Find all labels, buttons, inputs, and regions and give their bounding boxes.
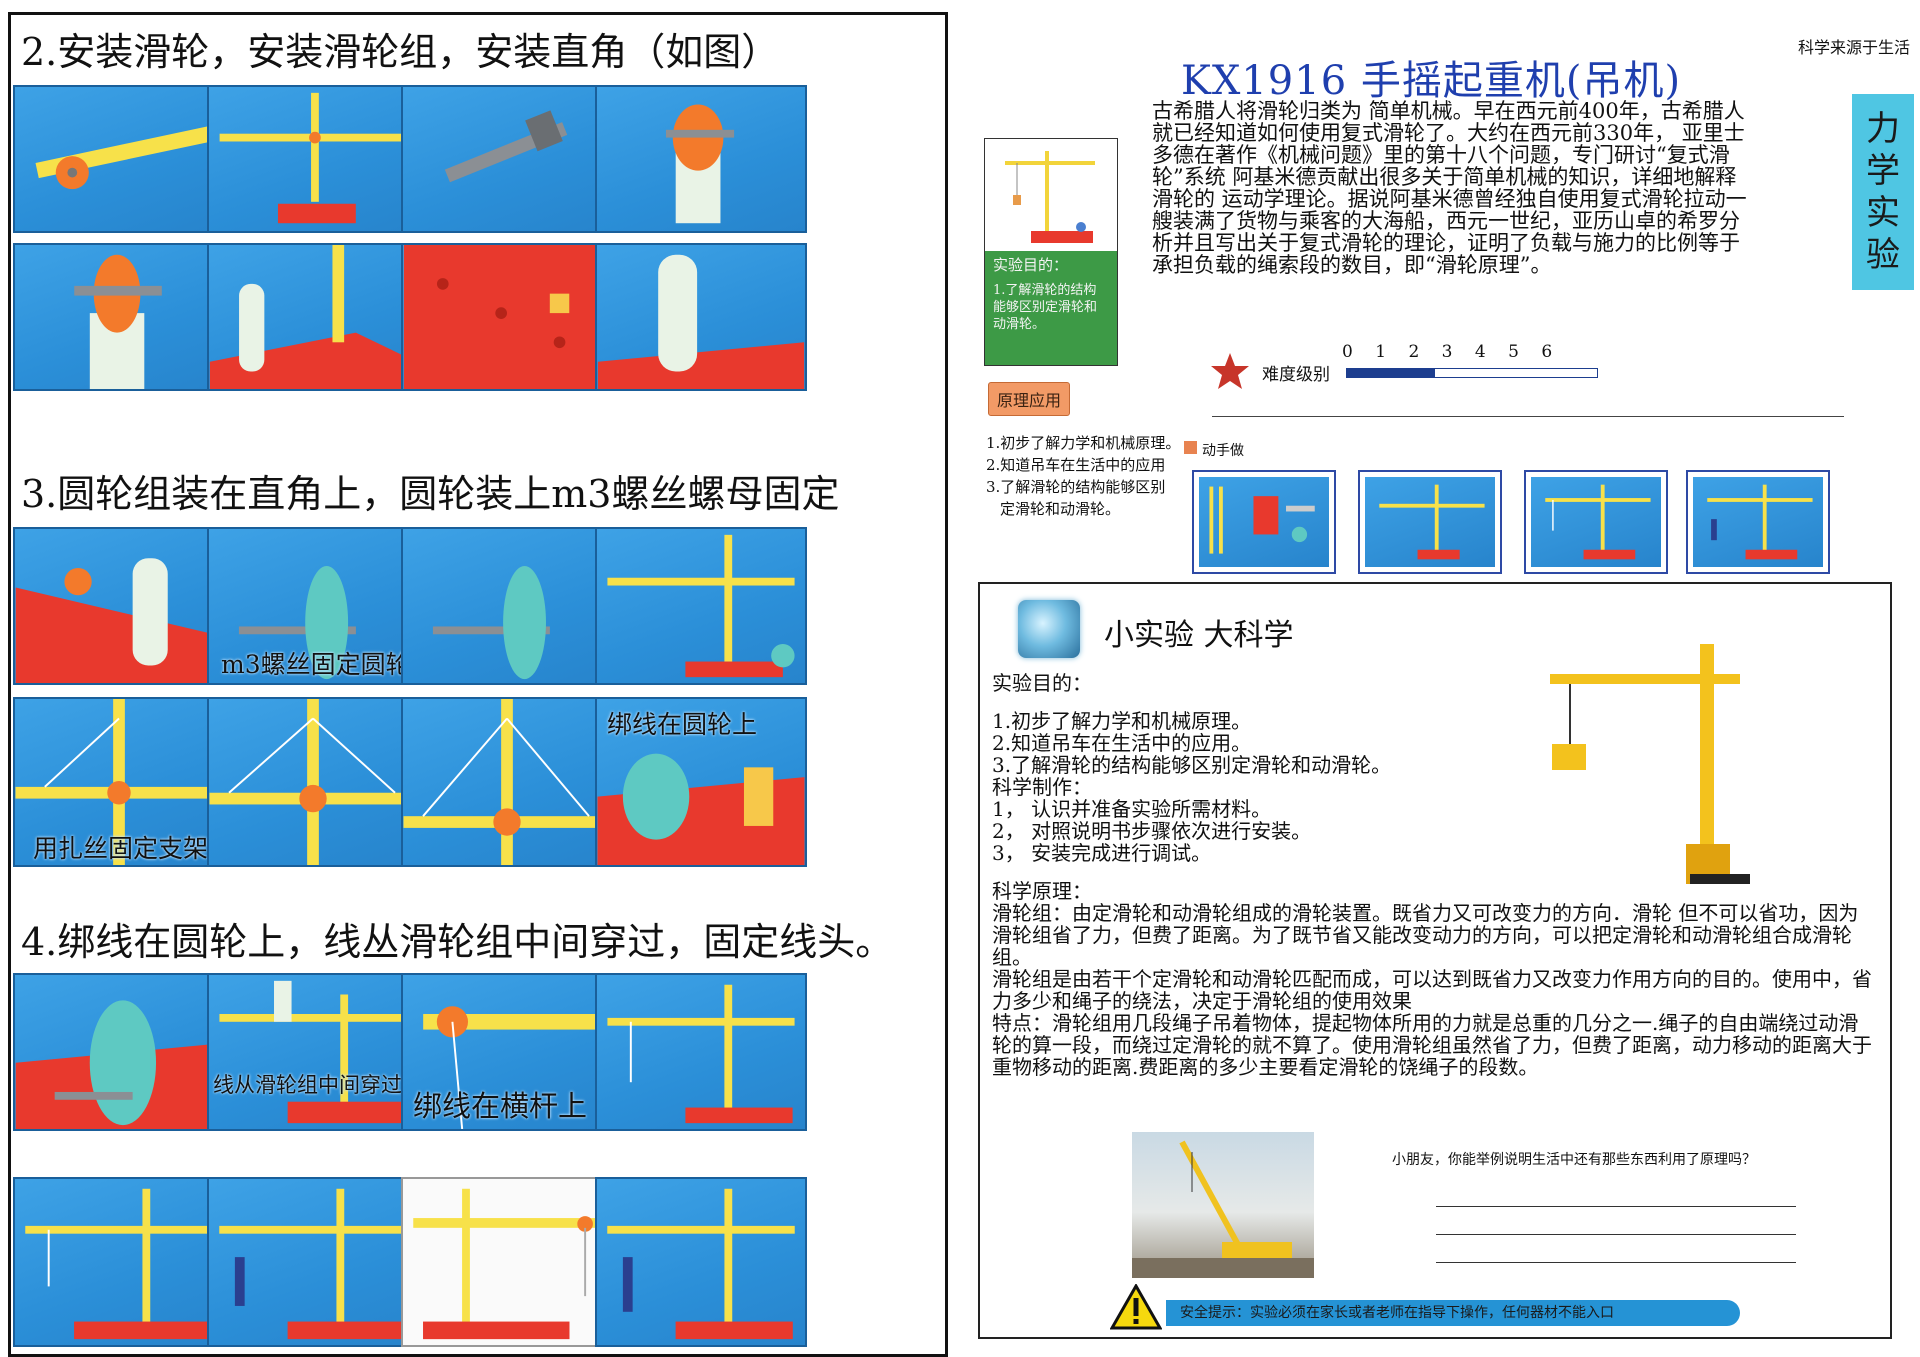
body-line: 3， 安装完成进行调试。 xyxy=(992,841,1212,865)
application-item: 3.了解滑轮的结构能够区别 xyxy=(986,478,1166,496)
science-experiment-panel: 小实验 大科学 实验目的： 1.初步了解力学和机械原理。 2.知道吊车在生活中的… xyxy=(978,582,1892,1339)
kit-photo-finished xyxy=(1686,470,1830,574)
photo-step3-support-closeup xyxy=(401,697,613,867)
product-thumbnail-card: 实验目的： 1.了解滑轮的结构能够区别定滑轮和动滑轮。 xyxy=(984,138,1118,366)
page-title: KX1916 手摇起重机(吊机) xyxy=(1181,58,1682,104)
thumbnail-objective-heading: 实验目的： xyxy=(993,256,1069,274)
application-item: 1.初步了解力学和机械原理。 xyxy=(986,434,1181,452)
photo-step4-crane-1 xyxy=(13,1177,225,1347)
section-body: 实验目的： 1.初步了解力学和机械原理。 2.知道吊车在生活中的应用。 3.了解… xyxy=(992,672,1872,1078)
body-line: 科学原理： xyxy=(992,879,1092,903)
photo-step3-wheel-on-angle xyxy=(13,527,225,685)
divider xyxy=(1212,416,1844,417)
section-title: 小实验 大科学 xyxy=(1104,618,1294,653)
photo-step3-frame-with-wheel xyxy=(595,527,807,685)
assembly-steps-panel: 2.安装滑轮，安装滑轮组，安装直角（如图） 3.圆轮组装在直角上，圆轮装上m3螺… xyxy=(8,12,948,1357)
thumbnail-objective-text: 1.了解滑轮的结构能够区别定滑轮和动滑轮。 xyxy=(993,283,1098,332)
photo-step3-bind-wheel: 绑线在圆轮上 xyxy=(595,697,807,867)
kit-photo-parts xyxy=(1192,470,1336,574)
caption-thread-through: 线从滑轮组中间穿过 xyxy=(213,1073,402,1097)
orange-square-icon xyxy=(1184,441,1197,454)
photo-step2-right-angle xyxy=(207,243,419,391)
slogan: 科学来源于生活 xyxy=(1797,38,1910,57)
warning-icon xyxy=(1110,1284,1162,1330)
photo-step2-right-angle-closeup xyxy=(595,243,807,391)
mobile-crane-photo xyxy=(1132,1132,1314,1278)
kit-photo-assembled xyxy=(1524,470,1668,574)
answer-line[interactable] xyxy=(1436,1234,1796,1235)
hands-on-text: 动手做 xyxy=(1202,443,1244,459)
caption-bind-bar: 绑线在横杆上 xyxy=(413,1089,588,1123)
body-line: 滑轮组：由定滑轮和动滑轮组成的滑轮装置。既省力又可改变力的方向．滑轮 但不可以省… xyxy=(992,901,1859,969)
step2-title: 2.安装滑轮，安装滑轮组，安装直角（如图） xyxy=(21,30,780,74)
thumbnail-objective-box: 实验目的： 1.了解滑轮的结构能够区别定滑轮和动滑轮。 xyxy=(985,251,1117,365)
photo-step3-support xyxy=(207,697,419,867)
body-line: 科学制作： xyxy=(992,775,1092,799)
difficulty-scale: 0 1 2 3 4 5 6 xyxy=(1342,342,1553,362)
photo-step2-base-plate xyxy=(401,243,613,391)
photo-step2-pulley-bracket xyxy=(595,85,807,233)
difficulty-bar xyxy=(1346,368,1598,378)
photo-step4-crane-4 xyxy=(595,1177,807,1347)
photo-step2-screw xyxy=(401,85,613,233)
category-tag: 力学实验 xyxy=(1852,94,1914,290)
body-line: 2.知道吊车在生活中的应用。 xyxy=(992,731,1252,755)
intro-paragraph: 古希腊人将滑轮归类为 简单机械。早在西元前400年，古希腊人就已经知道如何使用复… xyxy=(1152,99,1747,277)
body-line: 2， 对照说明书步骤依次进行安装。 xyxy=(992,819,1312,843)
application-list: 1.初步了解力学和机械原理。 2.知道吊车在生活中的应用 3.了解滑轮的结构能够… xyxy=(986,432,1180,520)
body-gap xyxy=(992,694,1872,710)
application-item: 2.知道吊车在生活中的应用 xyxy=(986,456,1166,474)
caption-bind-wheel: 绑线在圆轮上 xyxy=(607,710,758,739)
photo-step3-zip-tie: 用扎丝固定支架 xyxy=(13,697,225,867)
body-line: 1.初步了解力学和机械原理。 xyxy=(992,709,1252,733)
difficulty-bar-fill xyxy=(1347,369,1435,377)
difficulty-label: 难度级别 xyxy=(1262,365,1330,385)
photo-step3-m3-screw-wheel: m3螺丝固定圆轮 xyxy=(207,527,419,685)
step4-title: 4.绑线在圆轮上，线丛滑轮组中间穿过，固定线头。 xyxy=(21,920,894,964)
photo-step3-wheel-side xyxy=(401,527,613,685)
product-info-panel: 科学来源于生活 KX1916 手摇起重机(吊机) 古希腊人将滑轮归类为 简单机械… xyxy=(966,12,1916,584)
step3-title: 3.圆轮组装在直角上，圆轮装上m3螺丝螺母固定 xyxy=(21,472,840,516)
globe-icon xyxy=(1018,600,1080,658)
principle-application-button[interactable]: 原理应用 xyxy=(988,382,1071,416)
body-gap xyxy=(992,864,1872,880)
body-line: 3.了解滑轮的结构能够区别定滑轮和动滑轮。 xyxy=(992,753,1392,777)
photo-step4-wheel-closeup xyxy=(13,973,225,1131)
body-line: 特点：滑轮组用几段绳子吊着物体，提起物体所用的力就是总重的几分之一.绳子的自由端… xyxy=(992,1011,1872,1079)
body-line: 实验目的： xyxy=(992,671,1092,695)
answer-line[interactable] xyxy=(1436,1262,1796,1263)
question-text: 小朋友，你能举例说明生活中还有那些东西利用了原理吗？ xyxy=(1392,1152,1756,1168)
caption-m3-screw: m3螺丝固定圆轮 xyxy=(221,650,411,679)
star-icon xyxy=(1211,353,1249,389)
photo-step2-pulley-on-bar xyxy=(13,85,225,233)
kit-photo-frame xyxy=(1358,470,1502,574)
photo-step4-hook xyxy=(595,973,807,1131)
photo-step4-crane-3 xyxy=(401,1177,613,1347)
application-item: 定滑轮和动滑轮。 xyxy=(1000,500,1121,518)
photo-step2-pulley-assembled xyxy=(13,243,225,391)
crane-thumbnail-image xyxy=(1005,151,1095,243)
photo-step4-thread-through: 线从滑轮组中间穿过 xyxy=(207,973,419,1131)
photo-step4-crane-2 xyxy=(207,1177,419,1347)
body-line: 1， 认识并准备实验所需材料。 xyxy=(992,797,1272,821)
caption-zip-tie: 用扎丝固定支架 xyxy=(33,834,209,863)
answer-line[interactable] xyxy=(1436,1206,1796,1207)
tower-crane-image xyxy=(1550,644,1750,884)
safety-notice: 安全提示：实验必须在家长或者老师在指导下操作，任何器材不能入口 xyxy=(1166,1300,1740,1326)
hands-on-label: 动手做 xyxy=(1184,440,1244,460)
photo-step2-frame xyxy=(207,85,419,233)
photo-step4-bind-bar: 绑线在横杆上 xyxy=(401,973,613,1131)
body-line: 滑轮组是由若干个定滑轮和动滑轮匹配而成，可以达到既省力又改变力作用方向的目的。使… xyxy=(992,967,1872,1013)
